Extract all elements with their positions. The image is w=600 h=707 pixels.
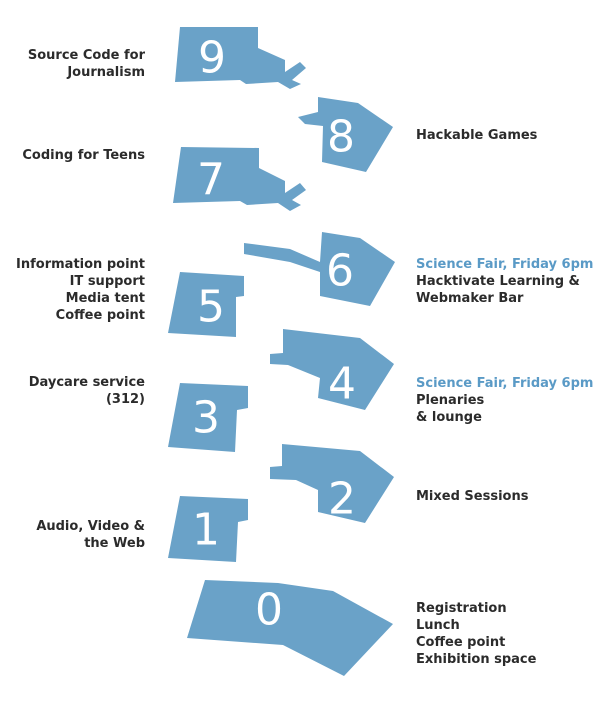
floor-5-label: Information point IT support Media tent … <box>16 256 145 324</box>
floor-1-shape: 1 <box>168 496 248 562</box>
label-line: Information point <box>16 257 145 272</box>
floor-3-number: 3 <box>192 393 220 444</box>
floor-6-shape: 6 <box>244 232 395 306</box>
floor-3-shape: 3 <box>168 383 248 452</box>
floor-7-number: 7 <box>197 155 225 206</box>
floor-2-label: Mixed Sessions <box>416 488 528 505</box>
event-highlight: Science Fair, Friday 6pm <box>416 376 594 391</box>
floor-9-label: Source Code for Journalism <box>28 47 145 81</box>
label-line: the Web <box>84 536 145 551</box>
floor-9-shape: 9 <box>175 27 306 89</box>
floor-2-number: 2 <box>328 474 356 525</box>
label-line: Coffee point <box>416 635 506 650</box>
floor-7-shape: 7 <box>173 147 306 211</box>
label-line: IT support <box>69 274 145 289</box>
floor-3-label: Daycare service (312) <box>29 374 145 408</box>
label-line: Registration <box>416 601 507 616</box>
label-line: Source Code for <box>27 48 145 63</box>
label-line: Media tent <box>65 291 145 306</box>
label-line: (312) <box>105 392 145 407</box>
floor-8-number: 8 <box>327 112 355 163</box>
floor-1-number: 1 <box>192 505 220 556</box>
label-line: Webmaker Bar <box>416 291 524 306</box>
label-line: Hacktivate Learning & <box>416 274 580 289</box>
label-line: Coding for Teens <box>22 148 145 163</box>
label-line: Mixed Sessions <box>416 489 529 504</box>
floor-0-shape: 0 <box>187 580 393 676</box>
event-highlight: Science Fair, Friday 6pm <box>416 257 594 272</box>
label-line: Plenaries <box>416 393 485 408</box>
floor-4-number: 4 <box>328 359 356 410</box>
floor-9-number: 9 <box>198 33 226 84</box>
label-line: Daycare service <box>28 375 145 390</box>
floor-0-label: Registration Lunch Coffee point Exhibiti… <box>416 600 536 668</box>
label-line: Journalism <box>67 65 145 80</box>
floor-8-shape: 8 <box>298 97 393 172</box>
floor-2-shape: 2 <box>270 444 394 525</box>
label-line: Coffee point <box>55 308 145 323</box>
floor-8-label: Hackable Games <box>416 127 537 144</box>
label-line: Lunch <box>416 618 460 633</box>
floor-6-label: Science Fair, Friday 6pm Hacktivate Lear… <box>416 256 593 307</box>
floor-0-number: 0 <box>255 585 283 636</box>
label-line: Audio, Video & <box>36 519 145 534</box>
floor-5-shape: 5 <box>168 272 244 337</box>
floor-7-label: Coding for Teens <box>22 147 145 164</box>
floor-6-number: 6 <box>326 246 354 297</box>
label-line: Exhibition space <box>416 652 537 667</box>
floor-4-shape: 4 <box>270 329 394 410</box>
floor-4-label: Science Fair, Friday 6pm Plenaries & lou… <box>416 375 593 426</box>
floor-1-label: Audio, Video & the Web <box>36 518 145 552</box>
label-line: Hackable Games <box>416 128 538 143</box>
label-line: & lounge <box>416 410 482 425</box>
floor-5-number: 5 <box>197 282 225 333</box>
